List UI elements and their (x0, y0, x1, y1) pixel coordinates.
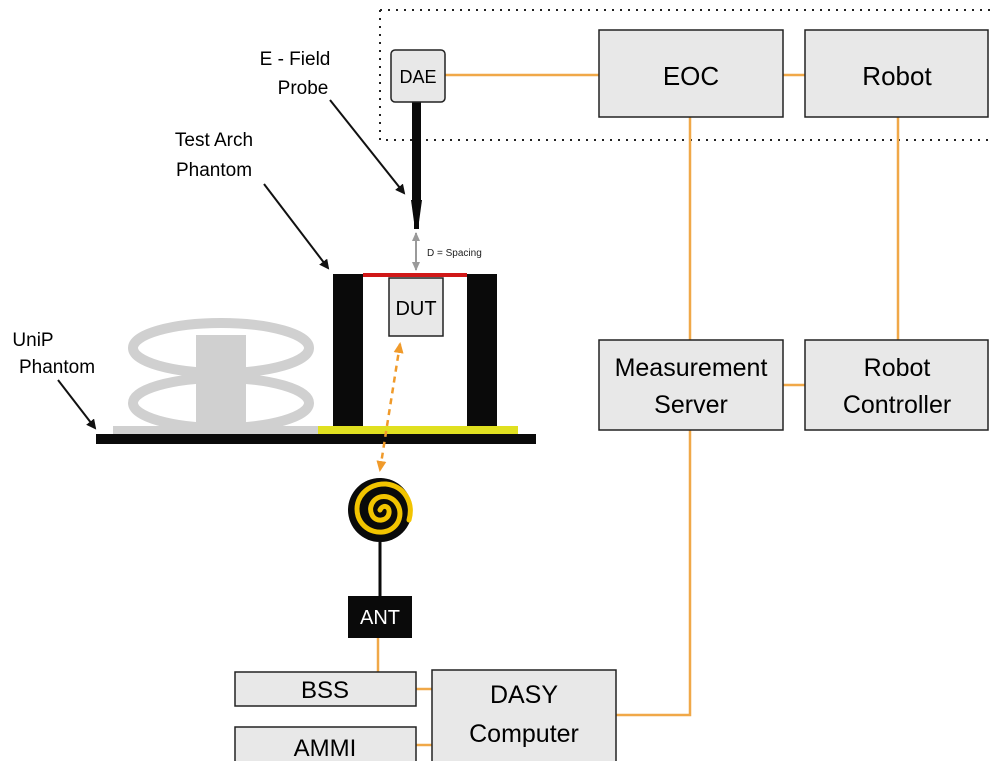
unip-phantom-label-line2: Phantom (19, 357, 95, 378)
phantom-cylinder (196, 335, 246, 423)
ammi-label: AMMI (294, 735, 357, 761)
arch-right-leg (467, 274, 497, 426)
arch-left-leg (333, 274, 363, 426)
robot-label: Robot (862, 61, 932, 91)
eoc-box (598, 29, 784, 118)
spacing-label: D = Spacing (427, 248, 482, 259)
robot-controller-label-line2: Controller (843, 391, 951, 419)
measurement-server-box (598, 339, 784, 431)
ant-box (348, 596, 412, 638)
dae-label: DAE (399, 67, 436, 87)
base-platform (96, 434, 536, 444)
probe-tip (411, 200, 422, 222)
unip-phantom-plate (113, 426, 318, 434)
test-arch-phantom-label-line2: Phantom (176, 160, 252, 181)
antenna-spiral (354, 481, 413, 535)
test-arch-phantom-shape (333, 273, 497, 426)
robot-controller-label-line1: Robot (864, 354, 931, 382)
connector-lines (376, 73, 900, 747)
bss-label: BSS (301, 677, 349, 704)
test-plane-plate (318, 426, 518, 434)
test-arch-phantom-label-line1: Test Arch (175, 130, 253, 151)
unip-phantom-pointer (57, 379, 97, 430)
robot-controller-box (804, 339, 989, 431)
dasy-computer-label-line1: DASY (490, 681, 558, 709)
bss-box (234, 671, 417, 707)
eoc-label: EOC (663, 61, 719, 91)
spiral-antenna-icon (348, 478, 413, 596)
dasy-computer-label-line2: Computer (469, 720, 579, 748)
wireless-link-arrow (376, 342, 404, 472)
e-field-probe-pointer (329, 99, 406, 195)
dae-box (390, 49, 446, 103)
ant-label: ANT (360, 607, 400, 629)
dasy-computer-box (431, 669, 617, 766)
dut-label: DUT (395, 298, 436, 320)
measurement-server-label-line2: Server (654, 391, 728, 419)
dut-box (388, 277, 444, 337)
server-computer-link (616, 430, 692, 717)
unip-phantom-shape (128, 318, 314, 433)
e-field-probe-label-line2: Probe (278, 78, 329, 99)
robot-box (804, 29, 989, 118)
robot-enclosure-boundary (379, 9, 993, 141)
probe-shaft (412, 100, 421, 200)
unip-phantom-label-line1: UniP (12, 330, 53, 351)
probe-end (414, 222, 419, 229)
e-field-probe-label-line1: E - Field (260, 49, 331, 70)
measurement-server-label-line1: Measurement (615, 354, 768, 382)
e-field-probe-shape (411, 100, 422, 229)
ammi-box (234, 726, 417, 766)
test-arch-phantom-pointer (263, 183, 330, 270)
arch-top-surface (363, 273, 467, 277)
